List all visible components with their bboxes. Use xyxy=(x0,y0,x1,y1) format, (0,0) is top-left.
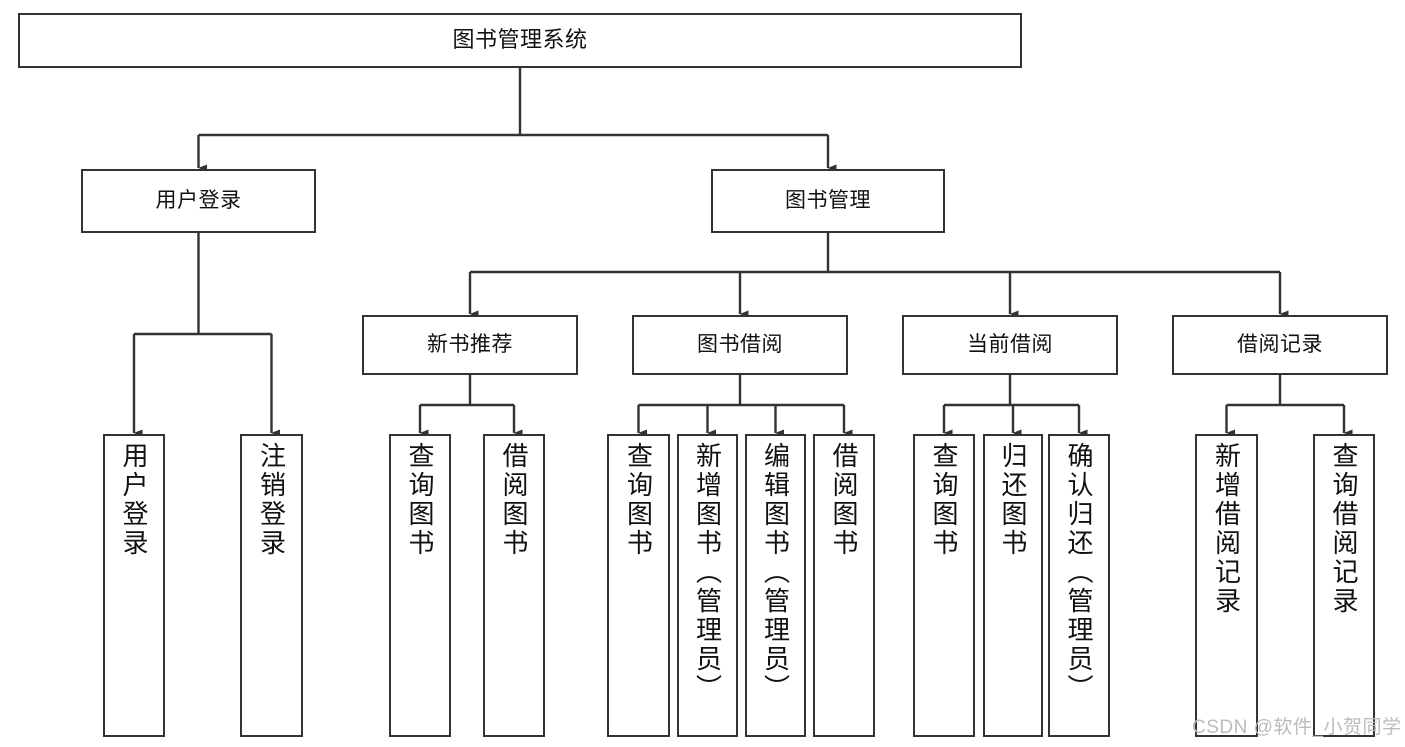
node-label: 新增借阅记录 xyxy=(1211,442,1242,616)
node-label: 用户登录 xyxy=(119,442,149,558)
node-leaf-cb-return[interactable]: 归还图书 xyxy=(983,434,1043,737)
node-label: 归还图书 xyxy=(998,442,1028,558)
node-leaf-br-query[interactable]: 查询借阅记录 xyxy=(1313,434,1375,737)
node-leaf-cb-query[interactable]: 查询图书 xyxy=(913,434,975,737)
node-book-borrow[interactable]: 图书借阅 xyxy=(632,315,848,375)
node-label: 图书管理 xyxy=(785,189,871,213)
node-label: 新书推荐 xyxy=(427,333,513,357)
node-label: 借阅记录 xyxy=(1237,333,1323,357)
node-label: 借阅图书 xyxy=(829,442,859,558)
node-label: 借阅图书 xyxy=(499,442,529,558)
node-current-borrow[interactable]: 当前借阅 xyxy=(902,315,1118,375)
node-label: 编辑图书（管理员） xyxy=(760,442,791,703)
node-label: 用户登录 xyxy=(155,189,242,213)
node-leaf-bb-query[interactable]: 查询图书 xyxy=(607,434,670,737)
node-label: 查询图书 xyxy=(929,442,959,558)
node-label: 查询图书 xyxy=(405,442,435,558)
node-leaf-rec-query[interactable]: 查询图书 xyxy=(389,434,451,737)
node-root[interactable]: 图书管理系统 xyxy=(18,13,1022,68)
node-book-manage[interactable]: 图书管理 xyxy=(711,169,945,233)
node-user-login[interactable]: 用户登录 xyxy=(81,169,316,233)
csdn-watermark: CSDN @软件_小贺同学 xyxy=(1192,717,1402,738)
node-borrow-record[interactable]: 借阅记录 xyxy=(1172,315,1388,375)
node-leaf-br-add[interactable]: 新增借阅记录 xyxy=(1195,434,1258,737)
node-label: 新增图书（管理员） xyxy=(692,442,723,703)
node-leaf-user-login[interactable]: 用户登录 xyxy=(103,434,165,737)
node-label: 确认归还（管理员） xyxy=(1064,442,1094,703)
node-label: 图书管理系统 xyxy=(452,27,588,53)
node-leaf-user-logout[interactable]: 注销登录 xyxy=(240,434,303,737)
node-label: 当前借阅 xyxy=(967,333,1053,357)
node-leaf-rec-borrow[interactable]: 借阅图书 xyxy=(483,434,545,737)
node-label: 查询借阅记录 xyxy=(1329,442,1359,616)
node-new-book-rec[interactable]: 新书推荐 xyxy=(362,315,578,375)
node-leaf-bb-borrow[interactable]: 借阅图书 xyxy=(813,434,875,737)
node-leaf-cb-confirm[interactable]: 确认归还（管理员） xyxy=(1048,434,1110,737)
node-label: 图书借阅 xyxy=(697,333,783,357)
node-label: 查询图书 xyxy=(623,442,654,558)
node-label: 注销登录 xyxy=(256,442,287,558)
node-leaf-bb-add[interactable]: 新增图书（管理员） xyxy=(677,434,738,737)
node-leaf-bb-edit[interactable]: 编辑图书（管理员） xyxy=(745,434,806,737)
